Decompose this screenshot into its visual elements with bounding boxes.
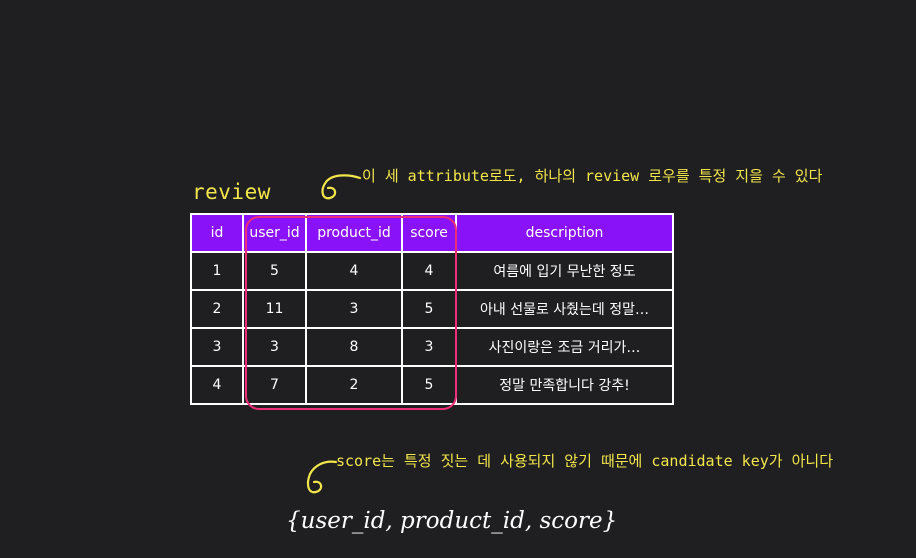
cell-id: 1	[190, 251, 244, 291]
table-title: review	[192, 180, 271, 204]
table-row: 4 7 2 5 정말 만족합니다 강추!	[190, 365, 674, 405]
cell-description: 아내 선물로 사줬는데 정말…	[455, 289, 674, 329]
cell-product-id: 3	[305, 289, 403, 329]
top-arrow-icon	[321, 174, 362, 200]
cell-id: 2	[190, 289, 244, 329]
key-highlight-box	[245, 216, 457, 410]
cell-description: 사진이랑은 조금 거리가…	[455, 327, 674, 367]
cell-product-id: 4	[305, 251, 403, 291]
superkey-formula: {user_id, product_id, score}	[286, 508, 618, 534]
top-annotation: 이 세 attribute로도, 하나의 review 로우를 특정 지을 수 …	[362, 167, 823, 185]
header-description: description	[455, 213, 674, 253]
cell-score: 3	[401, 327, 457, 367]
cell-score: 4	[401, 251, 457, 291]
header-id: id	[190, 213, 244, 253]
table-row: 1 5 4 4 여름에 입기 무난한 정도	[190, 251, 674, 291]
cell-product-id: 8	[305, 327, 403, 367]
header-user-id: user_id	[242, 213, 307, 253]
cell-id: 4	[190, 365, 244, 405]
bottom-arrow-icon	[306, 460, 338, 494]
cell-description: 여름에 입기 무난한 정도	[455, 251, 674, 291]
table-row: 2 11 3 5 아내 선물로 사줬는데 정말…	[190, 289, 674, 329]
header-product-id: product_id	[305, 213, 403, 253]
cell-description: 정말 만족합니다 강추!	[455, 365, 674, 405]
cell-score: 5	[401, 289, 457, 329]
cell-user-id: 5	[242, 251, 307, 291]
cell-user-id: 3	[242, 327, 307, 367]
cell-user-id: 11	[242, 289, 307, 329]
cell-product-id: 2	[305, 365, 403, 405]
bottom-annotation: score는 특정 짓는 데 사용되지 않기 때문에 candidate key…	[336, 452, 834, 470]
header-row: id user_id product_id score description	[190, 213, 674, 253]
cell-id: 3	[190, 327, 244, 367]
table-row: 3 3 8 3 사진이랑은 조금 거리가…	[190, 327, 674, 367]
review-table: id user_id product_id score description …	[190, 213, 674, 405]
